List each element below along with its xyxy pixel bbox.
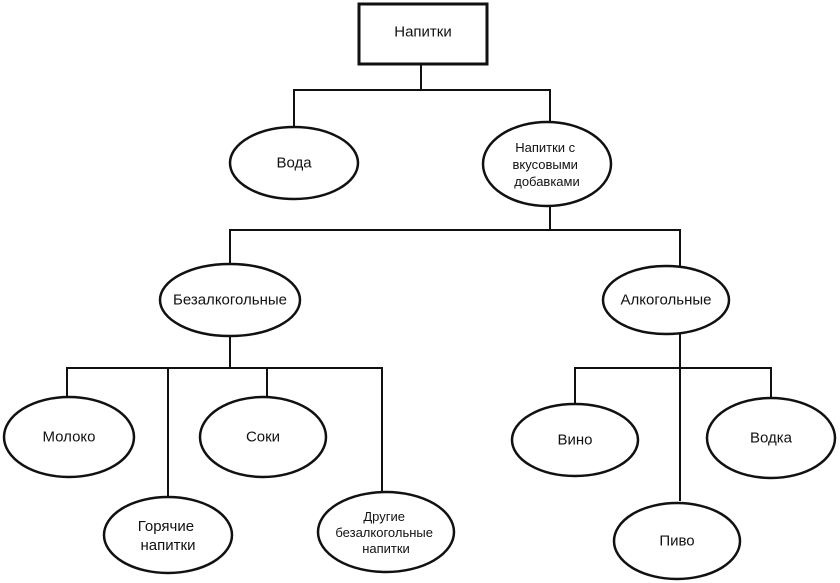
node-alcoholic-ellipse xyxy=(601,264,731,336)
node-wine: Вино xyxy=(510,402,640,478)
node-vodka: Водка xyxy=(705,396,837,480)
node-juices-label: Соки xyxy=(246,429,280,446)
node-flavored: Напитки с вкусовыми добавками xyxy=(481,120,613,208)
node-other-line-3: напитки xyxy=(362,541,410,556)
node-flavored-label: Напитки с вкусовыми добавками xyxy=(512,140,581,189)
node-juices-ellipse xyxy=(198,395,328,479)
node-hot-line-2: напитки xyxy=(141,537,196,554)
root-box xyxy=(357,2,489,66)
node-other-line-2: безалкогольные xyxy=(335,525,433,540)
node-flavored-line-2: вкусовыми xyxy=(512,157,577,172)
node-nonalcoholic-ellipse xyxy=(158,262,302,338)
node-other-ellipse xyxy=(316,490,456,574)
node-hot-ellipse xyxy=(102,495,234,575)
node-other-line-1: Другие xyxy=(363,509,405,524)
node-vodka-label: Водка xyxy=(750,430,793,447)
node-hot-label: Горячие напитки xyxy=(138,518,198,554)
node-water: Вода xyxy=(228,125,360,201)
node-beer: Пиво xyxy=(612,501,742,581)
node-juices: Соки xyxy=(198,395,328,479)
node-beer-ellipse xyxy=(612,501,742,581)
node-vodka-ellipse xyxy=(705,396,837,480)
node-other-label: Другие безалкогольные напитки xyxy=(335,509,436,556)
node-nonalcoholic: Безалкогольные xyxy=(158,262,302,338)
node-milk-label: Молоко xyxy=(42,429,95,446)
node-nonalcoholic-label: Безалкогольные xyxy=(173,292,287,309)
node-alcoholic: Алкогольные xyxy=(601,264,731,336)
node-alcoholic-label: Алкогольные xyxy=(621,292,712,309)
node-flavored-line-1: Напитки с xyxy=(515,140,575,155)
node-wine-ellipse xyxy=(510,402,640,478)
node-root-label: Напитки xyxy=(394,24,452,41)
node-water-label: Вода xyxy=(276,155,312,172)
node-hot: Горячие напитки xyxy=(102,495,234,575)
connectors xyxy=(66,63,772,501)
node-beer-label: Пиво xyxy=(659,533,694,550)
node-other: Другие безалкогольные напитки xyxy=(316,490,456,574)
node-flavored-line-3: добавками xyxy=(514,174,580,189)
node-root: Напитки xyxy=(357,2,489,66)
node-wine-label: Вино xyxy=(557,432,592,449)
node-milk: Молоко xyxy=(2,395,136,479)
node-water-ellipse xyxy=(228,125,360,201)
node-flavored-ellipse xyxy=(481,120,613,208)
node-hot-line-1: Горячие xyxy=(138,518,194,535)
node-milk-ellipse xyxy=(2,395,136,479)
